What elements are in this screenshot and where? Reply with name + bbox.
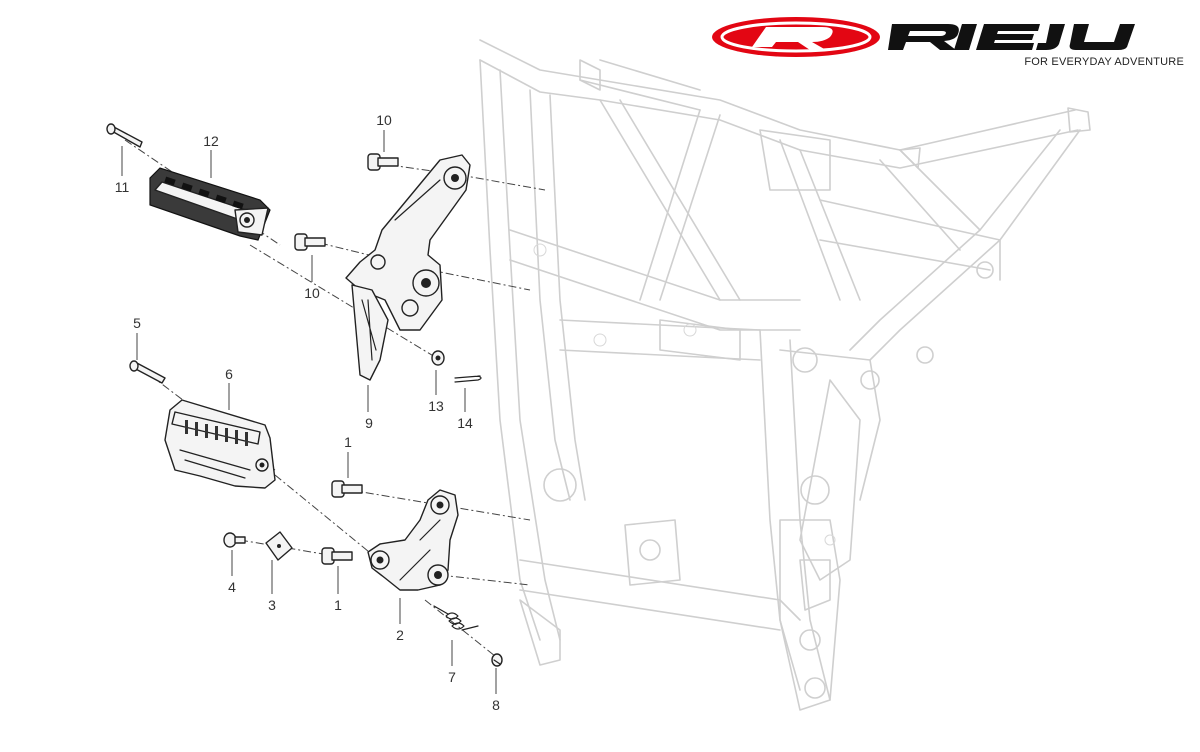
callout-labels: 10 12 11 10 5 6 9 13 14 1 4 3 1 2 7 8 [115,112,500,713]
logo-wordmark-icon [888,24,1135,50]
callout-10-top: 10 [376,112,392,128]
callout-1-top: 1 [344,434,352,450]
washer-part-13 [431,350,445,366]
motorcycle-frame [479,39,1091,711]
callout-8: 8 [492,697,500,713]
spring-part-7 [433,605,479,631]
callout-leaders [121,130,497,694]
pin-part-5 [129,360,166,384]
clip-part-8 [491,653,503,667]
bolt-part-10-upper [367,153,399,171]
callout-1-bottom: 1 [334,597,342,613]
callout-7: 7 [448,669,456,685]
bolt-part-1-upper [331,480,363,498]
plate-part-3 [265,531,293,561]
callout-10-mid: 10 [304,285,320,301]
screw-part-4 [223,532,246,548]
callout-11: 11 [115,179,130,195]
callout-6: 6 [225,366,233,382]
cotter-pin-part-14 [454,375,482,383]
callout-12: 12 [203,133,219,149]
callout-5: 5 [133,315,141,331]
callout-13: 13 [428,398,444,414]
pin-part-11 [106,123,143,148]
logo-r-glyph-icon [752,27,833,50]
brand-tagline: FOR EVERYDAY ADVENTURE [1024,56,1184,68]
bolt-part-1-lower [321,547,353,565]
brand-logo: FOR EVERYDAY ADVENTURE [712,17,1184,68]
footpeg-part-6 [164,399,276,489]
callout-4: 4 [228,579,236,595]
callout-14: 14 [457,415,473,431]
callout-3: 3 [268,597,276,613]
footpeg-part-12 [149,167,271,241]
callout-9: 9 [365,415,373,431]
bolt-part-10-lower [294,233,326,251]
bracket-part-2 [367,489,459,591]
bracket-part-9 [345,154,471,381]
callout-2: 2 [396,627,404,643]
